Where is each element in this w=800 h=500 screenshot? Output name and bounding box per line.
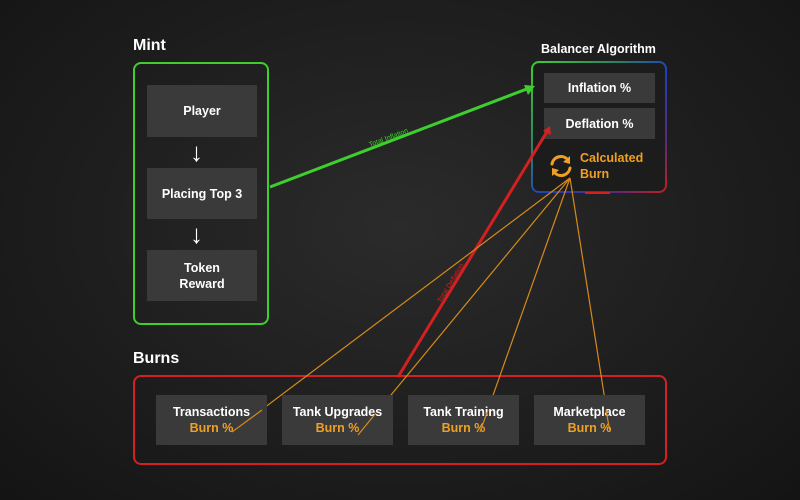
burn-item-tank-upgrades: Tank Upgrades Burn %	[282, 395, 393, 445]
inflation-arrowhead	[524, 85, 535, 95]
burn-line-transactions	[231, 177, 571, 433]
player-box: Player	[147, 85, 257, 137]
burn-item-marketplace: Marketplace Burn %	[534, 395, 645, 445]
placing-top-3-box: Placing Top 3	[147, 168, 257, 219]
inflation-box: Inflation %	[544, 73, 655, 103]
calculated-burn-label: Calculated Burn	[580, 151, 644, 181]
total-deflation-label: Total Deflation	[437, 262, 466, 304]
burn-item-transactions: Transactions Burn %	[156, 395, 267, 445]
calculated-burn: Calculated Burn	[548, 150, 643, 182]
mint-title: Mint	[133, 37, 166, 54]
refresh-icon	[550, 155, 572, 177]
arrow-down-icon: ↓	[190, 137, 203, 167]
deflation-arrowhead	[543, 126, 551, 135]
burn-line-tank-training	[479, 177, 571, 433]
total-deflation-line	[396, 129, 550, 378]
total-inflation-label: Total Inflation	[368, 128, 409, 149]
burn-line-tank-upgrades	[357, 177, 571, 436]
burn-item-name: Transactions	[172, 405, 251, 419]
burn-item-tank-training: Tank Training Burn %	[408, 395, 519, 445]
burn-item-pct: Burn %	[567, 421, 612, 435]
balancer-title: Balancer Algorithm	[541, 42, 656, 56]
burn-line-marketplace	[569, 177, 611, 433]
burn-item-name: Tank Training	[423, 405, 504, 419]
token-reward-box: Token Reward	[147, 250, 257, 301]
deflation-box: Deflation %	[544, 108, 655, 139]
burn-item-name: Marketplace	[553, 405, 626, 419]
burn-item-pct: Burn %	[315, 421, 360, 435]
burn-item-name: Tank Upgrades	[292, 405, 383, 419]
burn-item-pct: Burn %	[441, 421, 486, 435]
burns-title: Burns	[133, 350, 180, 367]
total-inflation-line	[269, 85, 533, 189]
mint-frame	[133, 62, 269, 325]
arrow-down-icon: ↓	[190, 219, 203, 249]
burn-item-pct: Burn %	[189, 421, 234, 435]
